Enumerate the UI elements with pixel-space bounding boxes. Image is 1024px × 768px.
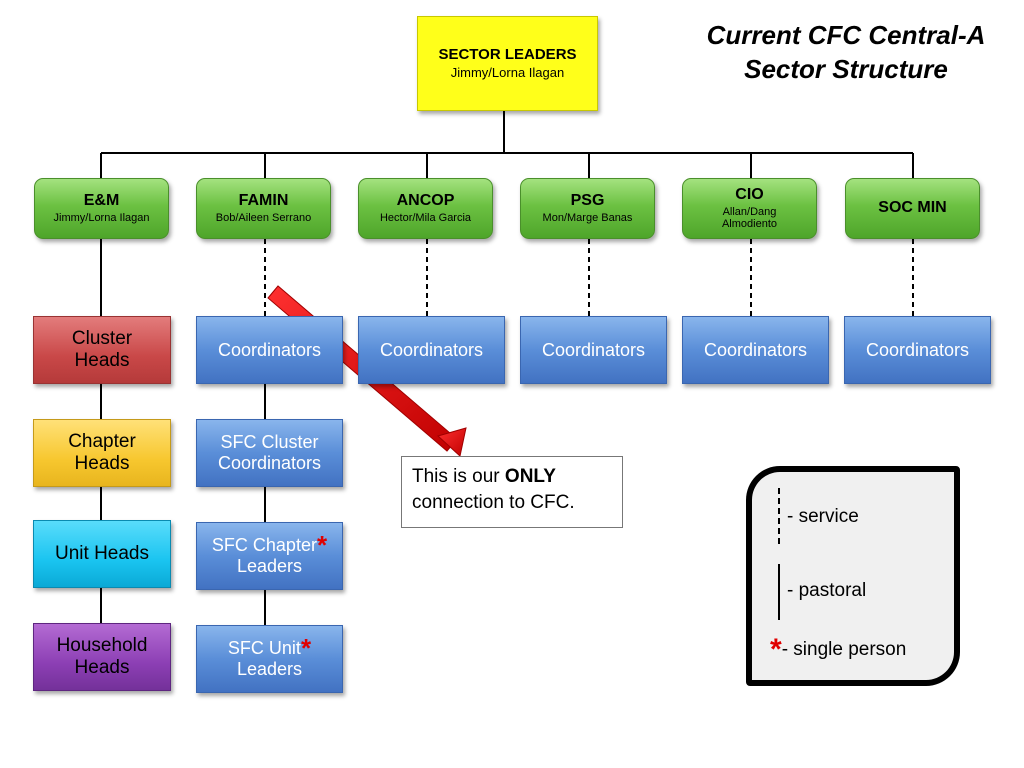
title-line-1: Current CFC Central-A xyxy=(706,20,986,50)
sfc-chapter-leaders-box: SFC Chapter* Leaders xyxy=(196,522,343,590)
coordinators-cio: Coordinators xyxy=(682,316,829,384)
cluster-heads-box: Cluster Heads xyxy=(33,316,171,384)
legend-pastoral-line-icon xyxy=(778,564,780,620)
sfc-cluster-line-1: SFC Cluster xyxy=(220,432,319,453)
sfc-chapter-line-2: Leaders xyxy=(236,556,303,577)
household-heads-line-2: Heads xyxy=(74,657,130,678)
ministry-em: E&M Jimmy/Lorna Ilagan xyxy=(34,178,169,239)
callout-text-bold: ONLY xyxy=(504,466,556,487)
ministry-leaders: Jimmy/Lorna Ilagan xyxy=(53,211,150,224)
ministry-ancop: ANCOP Hector/Mila Garcia xyxy=(358,178,493,239)
household-heads-line-1: Household xyxy=(56,635,148,657)
sfc-unit-leaders-box: SFC Unit* Leaders xyxy=(196,625,343,693)
coordinators-socmin: Coordinators xyxy=(844,316,991,384)
ministry-socmin: SOC MIN xyxy=(845,178,980,239)
unit-heads-box: Unit Heads xyxy=(33,520,171,588)
ministry-leaders: Allan/Dang Almodiento xyxy=(721,205,778,231)
title-line-2: Sector Structure xyxy=(744,54,948,85)
ministry-psg: PSG Mon/Marge Banas xyxy=(520,178,655,239)
sfc-unit-line-2: Leaders xyxy=(236,659,303,680)
sfc-unit-line-1: SFC Unit xyxy=(227,638,301,659)
coordinators-ancop: Coordinators xyxy=(358,316,505,384)
ministry-leaders: Mon/Marge Banas xyxy=(542,211,633,224)
ministry-famin: FAMIN Bob/Aileen Serrano xyxy=(196,178,331,239)
sector-subtitle: Jimmy/Lorna Ilagan xyxy=(450,64,565,80)
legend-service-label: - service xyxy=(787,506,859,527)
sector-leaders-box: SECTOR LEADERS Jimmy/Lorna Ilagan xyxy=(417,16,598,111)
diagram-title: Current CFC Central-A Sector Structure xyxy=(672,18,1020,87)
ministry-cio: CIO Allan/Dang Almodiento xyxy=(682,178,817,239)
legend-service-line-icon xyxy=(778,488,780,544)
ministry-leaders: Hector/Mila Garcia xyxy=(379,211,472,224)
ministry-name: E&M xyxy=(83,192,120,210)
unit-heads-label: Unit Heads xyxy=(55,543,149,565)
coordinators-famin: Coordinators xyxy=(196,316,343,384)
legend-single-label: - single person xyxy=(781,639,907,660)
chapter-heads-line-2: Heads xyxy=(74,453,130,474)
sfc-cluster-coordinators-box: SFC Cluster Coordinators xyxy=(196,419,343,487)
ministry-name: ANCOP xyxy=(396,192,455,210)
ministry-leaders: Bob/Aileen Serrano xyxy=(215,211,312,224)
sfc-chapter-line-1: SFC Chapter xyxy=(211,535,317,556)
sfc-cluster-line-2: Coordinators xyxy=(217,453,322,473)
sector-title: SECTOR LEADERS xyxy=(438,46,577,64)
ministry-name: SOC MIN xyxy=(878,199,947,217)
cluster-heads-line-2: Heads xyxy=(74,350,130,371)
chapter-heads-box: Chapter Heads xyxy=(33,419,171,487)
legend-pastoral-label: - pastoral xyxy=(787,580,867,601)
coordinators-psg: Coordinators xyxy=(520,316,667,384)
callout-text-pre: This is our xyxy=(412,466,505,487)
single-person-asterisk: * xyxy=(316,530,328,561)
household-heads-box: Household Heads xyxy=(33,623,171,691)
callout-note: This is our ONLY connection to CFC. xyxy=(401,456,623,528)
ministry-name: FAMIN xyxy=(238,192,289,210)
legend-asterisk-icon: * xyxy=(770,633,782,666)
legend-box: - service - pastoral * - single person xyxy=(746,466,960,686)
single-person-asterisk: * xyxy=(300,633,312,664)
cluster-heads-line-1: Cluster xyxy=(71,328,133,350)
chapter-heads-line-1: Chapter xyxy=(68,431,136,453)
callout-text-post: connection to CFC. xyxy=(412,491,575,513)
ministry-name: CIO xyxy=(735,186,764,204)
ministry-name: PSG xyxy=(570,192,605,210)
